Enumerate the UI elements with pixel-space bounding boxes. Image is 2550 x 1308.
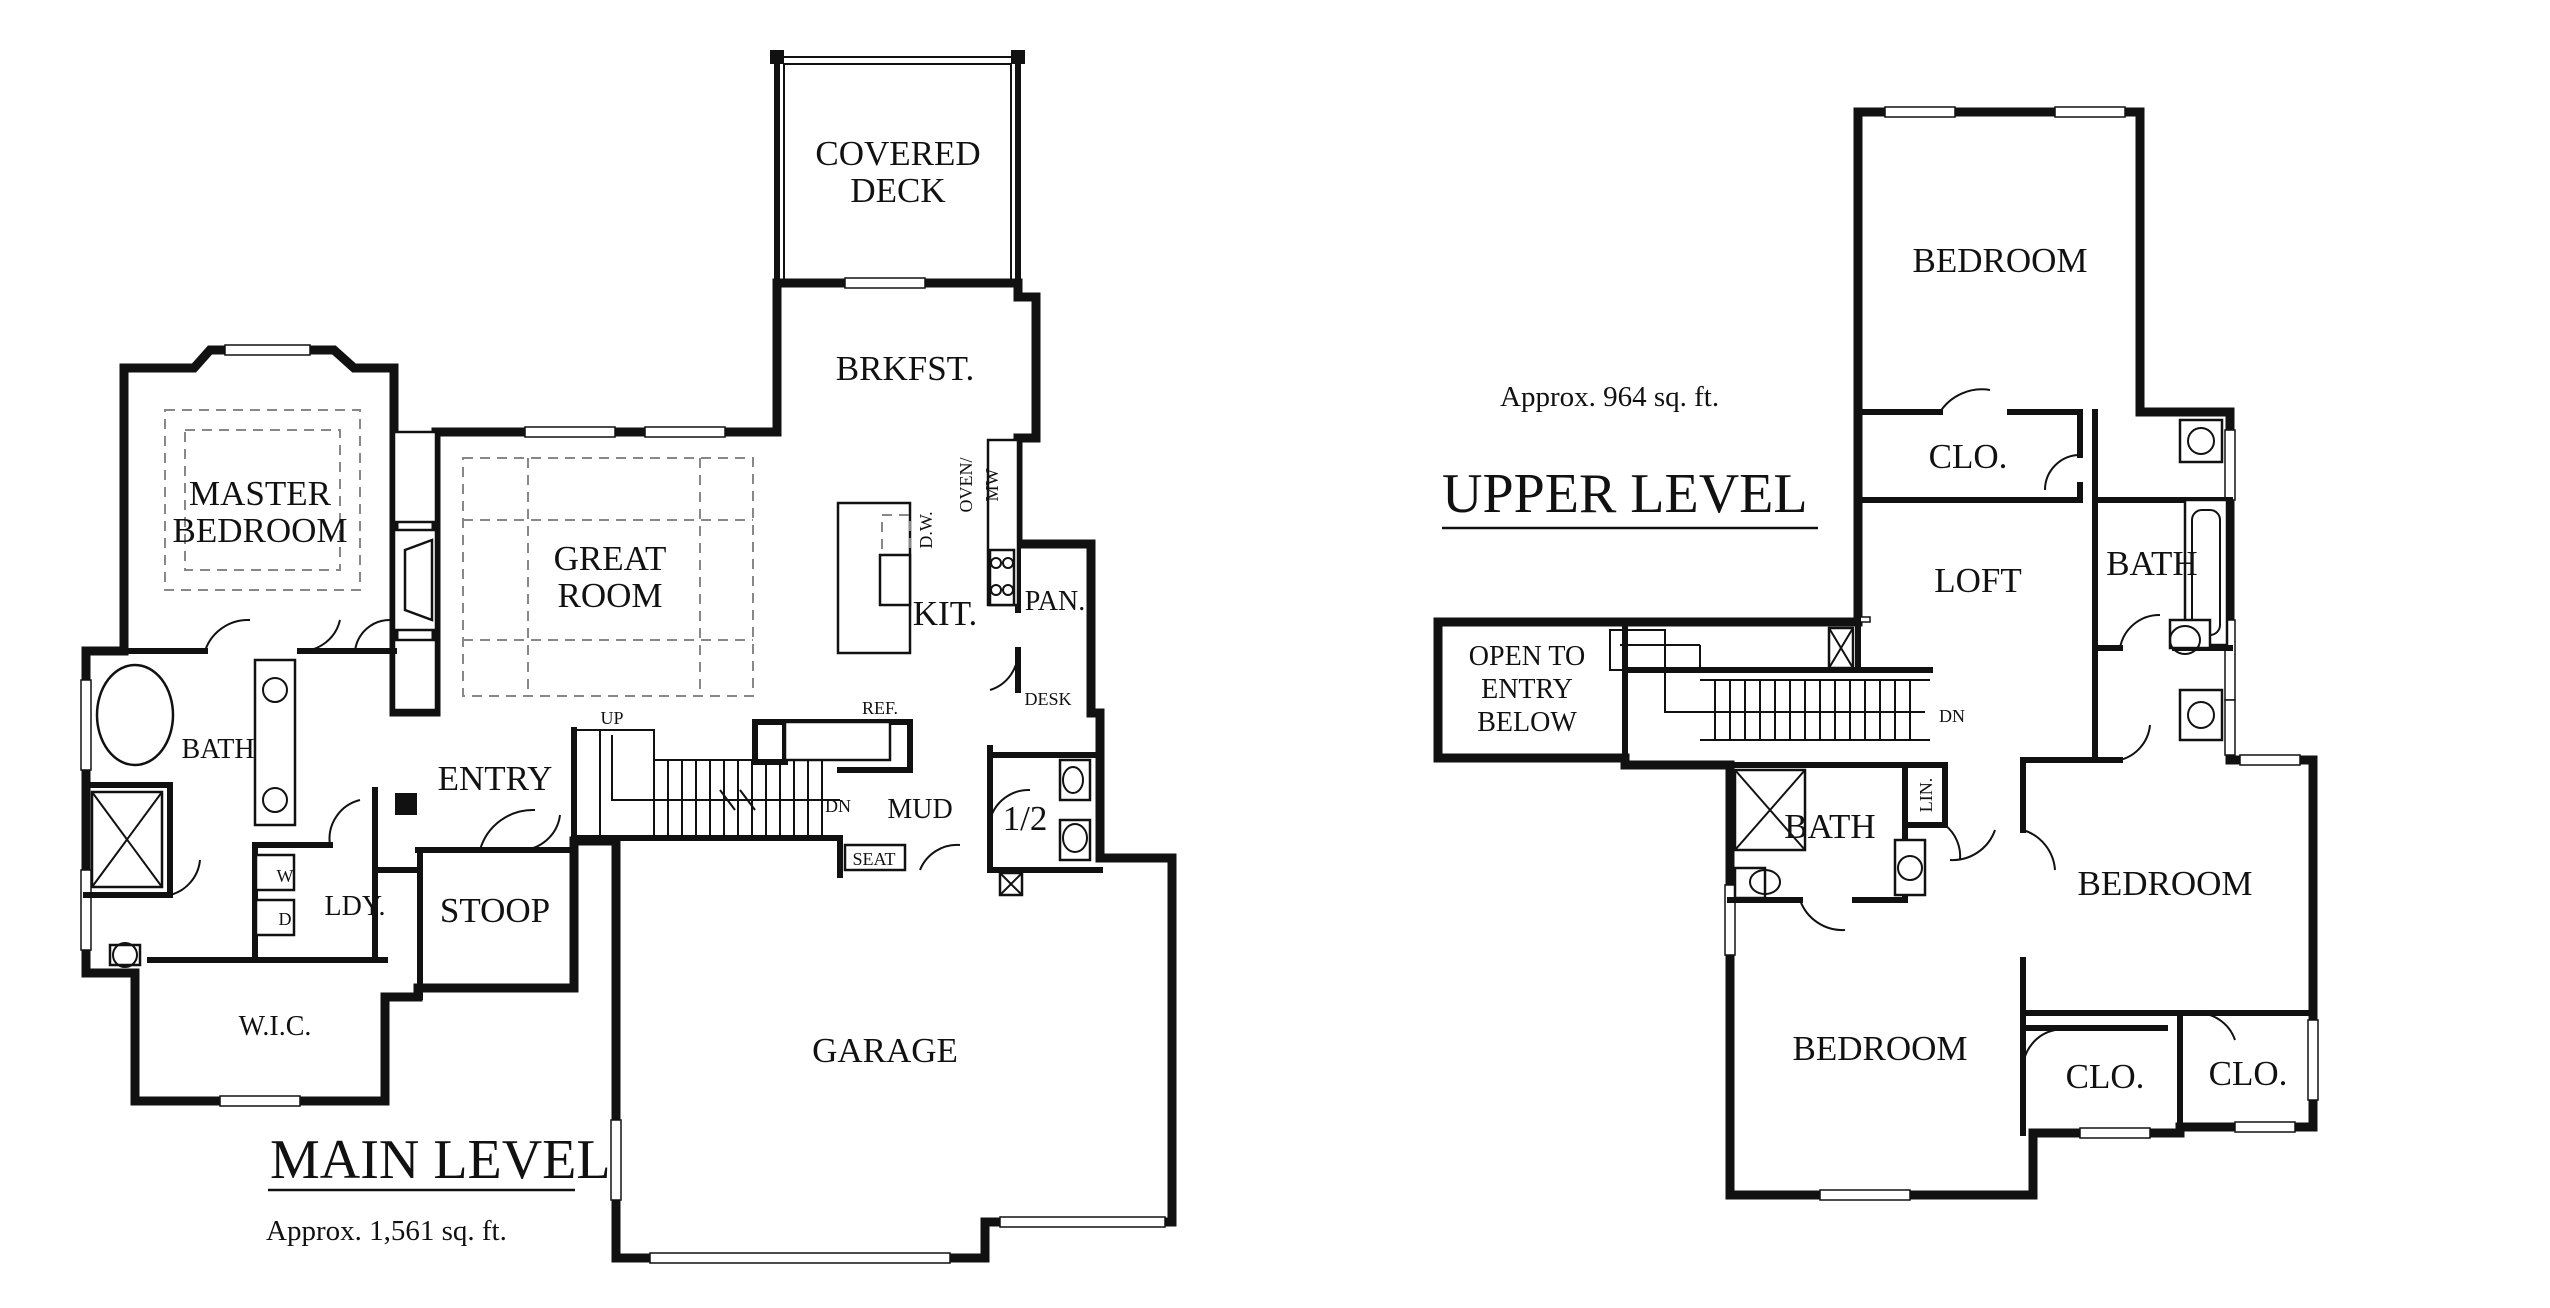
label-bedroom-top: BEDROOM	[1912, 241, 2087, 280]
upper-level-plan: Approx. 964 sq. ft. UPPER LEVEL	[1433, 106, 2319, 1201]
label-dn-upper: DN	[1939, 706, 1965, 726]
upper-level-title: UPPER LEVEL	[1442, 463, 1808, 525]
main-level-title: MAIN LEVEL	[270, 1129, 611, 1191]
main-level-labels: COVERED DECK BRKFST. MASTER BEDROOM GREA…	[172, 134, 1085, 1070]
label-stoop: STOOP	[440, 891, 550, 930]
label-wic: W.I.C.	[239, 1011, 312, 1042]
main-level-walls	[81, 278, 1177, 1263]
label-loft: LOFT	[1934, 561, 2022, 600]
label-bedroom-bottom: BEDROOM	[1792, 1029, 1967, 1068]
label-lin: LIN.	[1916, 778, 1936, 813]
fireplace-builtins	[392, 430, 438, 712]
label-bath-upper-right: BATH	[2106, 544, 2197, 583]
label-bedroom-right: BEDROOM	[2077, 864, 2252, 903]
label-mw: MW	[982, 468, 1002, 501]
label-open-to-entry-1: OPEN TO	[1469, 641, 1585, 672]
label-clo-left: CLO.	[2066, 1057, 2145, 1096]
main-stairs	[573, 729, 840, 839]
label-up: UP	[600, 708, 623, 728]
label-pan: PAN.	[1025, 586, 1085, 617]
upper-level-doors	[1799, 388, 2236, 1071]
upper-level-labels: BEDROOM CLO. BATH LOFT OPEN TO ENTRY BEL…	[1469, 241, 2288, 1096]
label-master-bedroom-2: BEDROOM	[172, 511, 347, 550]
label-ref: REF.	[862, 698, 898, 718]
main-level-doors	[169, 618, 1031, 896]
master-bath-fixtures	[90, 658, 297, 968]
label-great-room-1: GREAT	[554, 539, 667, 578]
label-garage: GARAGE	[812, 1031, 958, 1070]
label-kit: KIT.	[913, 594, 977, 633]
label-ldy: LDY.	[325, 891, 386, 922]
upper-level-area: Approx. 964 sq. ft.	[1500, 381, 1719, 413]
upper-bath-fixtures	[1733, 418, 2229, 900]
label-brkfst: BRKFST.	[836, 349, 974, 388]
label-seat: SEAT	[852, 849, 895, 869]
master-tray-inner	[184, 429, 341, 571]
label-clo-top: CLO.	[1929, 437, 2008, 476]
label-dw: D.W.	[916, 511, 936, 548]
kitchen-fixtures	[783, 438, 1092, 872]
upper-level-interior-walls	[1622, 409, 2316, 1136]
upper-level-walls	[1433, 107, 2318, 1200]
main-level-windows	[80, 277, 1166, 1264]
label-oven: OVEN/	[956, 458, 976, 513]
label-great-room-2: ROOM	[557, 576, 662, 615]
label-covered-deck-2: DECK	[850, 171, 945, 210]
main-level-area: Approx. 1,561 sq. ft.	[266, 1215, 507, 1247]
label-entry: ENTRY	[438, 759, 553, 798]
label-bath-upper-center: BATH	[1784, 807, 1875, 846]
label-covered-deck-1: COVERED	[815, 134, 980, 173]
label-open-to-entry-3: BELOW	[1477, 707, 1577, 738]
label-clo-right: CLO.	[2209, 1054, 2288, 1093]
great-room-ceiling	[462, 457, 754, 697]
label-dn-main: DN	[825, 796, 851, 816]
main-level-plan: COVERED DECK BRKFST. MASTER BEDROOM GREA…	[80, 50, 1177, 1264]
covered-deck-structure	[770, 50, 1025, 286]
label-master-bedroom-1: MASTER	[189, 474, 332, 513]
label-washer: W	[277, 866, 294, 886]
label-bath-main: BATH	[181, 734, 254, 765]
upper-level-windows	[1724, 106, 2319, 1201]
upper-stairs	[1609, 626, 1930, 741]
label-mud: MUD	[887, 794, 952, 825]
label-dryer: D	[279, 909, 292, 929]
label-desk: DESK	[1024, 689, 1071, 709]
label-half-bath: 1/2	[1003, 799, 1048, 838]
label-open-to-entry-2: ENTRY	[1481, 674, 1573, 705]
